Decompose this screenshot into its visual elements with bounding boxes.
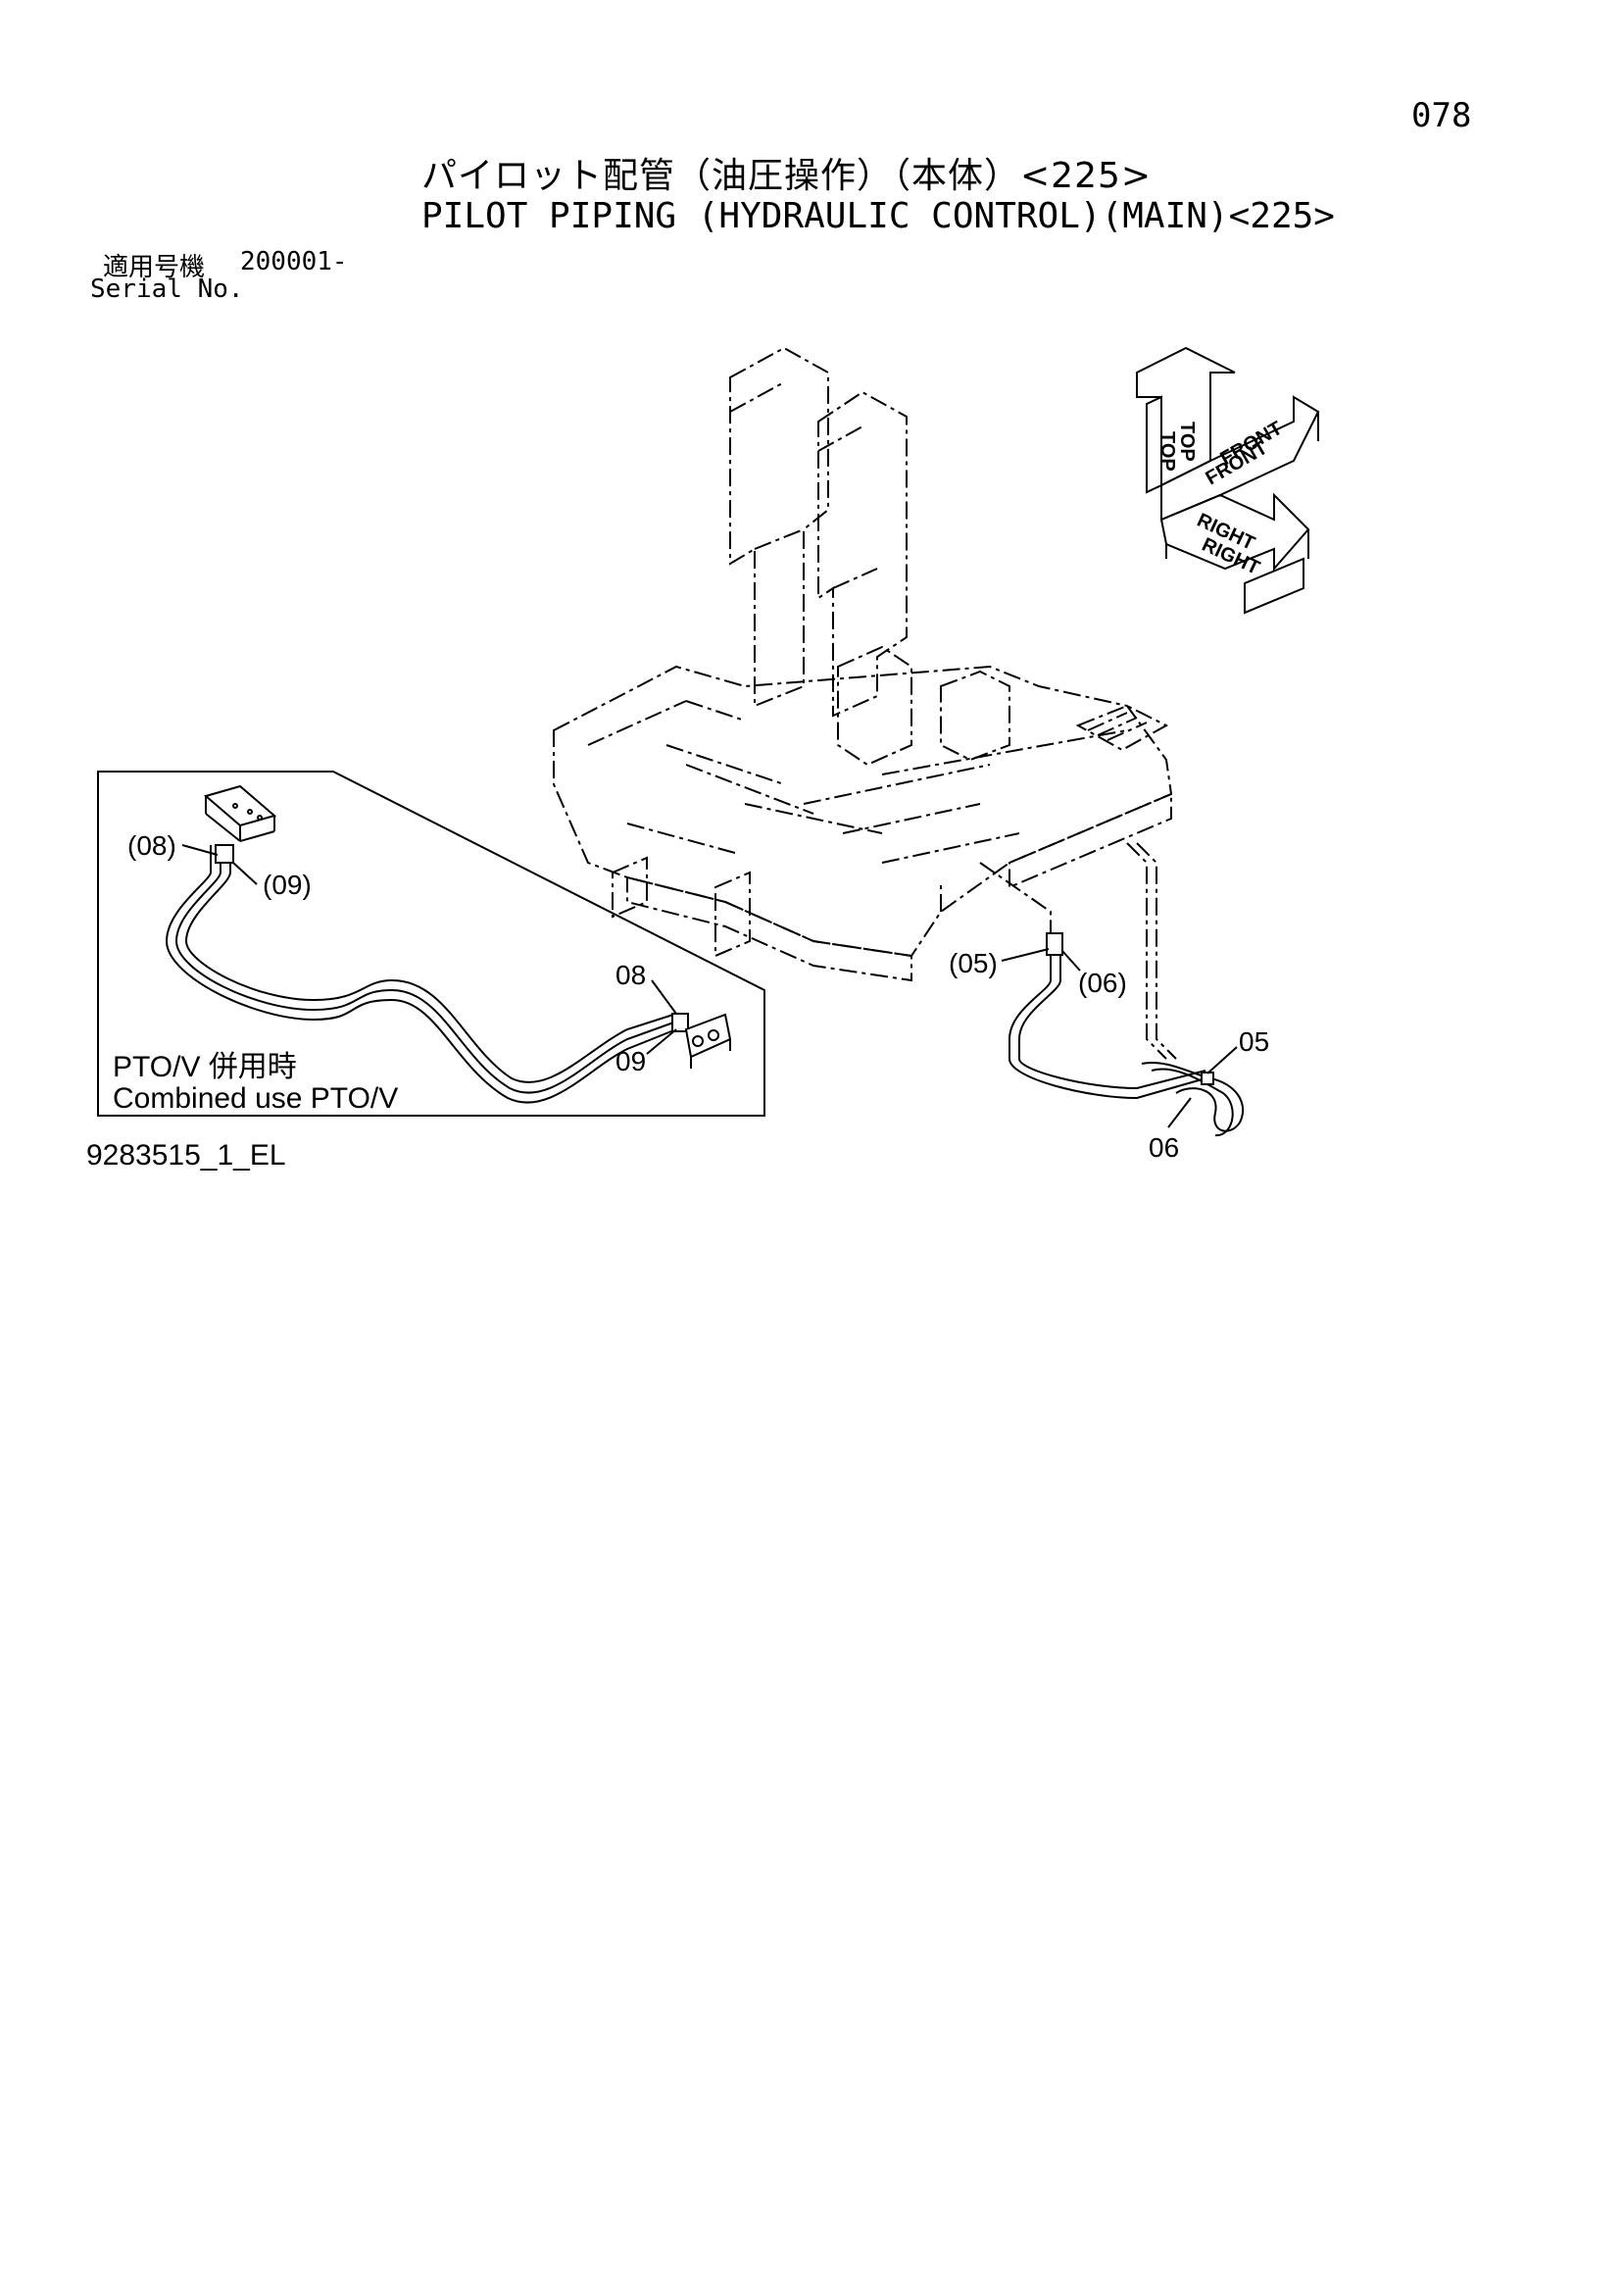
machine-frame	[553, 346, 1173, 982]
callout-08-paren: (08)	[127, 830, 176, 861]
serial-number-range: 200001-	[240, 247, 348, 276]
serial-label-english: Serial No.	[90, 275, 244, 304]
orientation-top-label-2: TOP	[1176, 422, 1198, 462]
orientation-indicator	[1136, 346, 1320, 615]
page-number: 078	[1411, 96, 1472, 135]
callout-05: 05	[1239, 1026, 1269, 1057]
inset-note-japanese: PTO/V 併用時	[113, 1051, 297, 1083]
callout-08: 08	[615, 960, 646, 990]
pilot-hose-dashed-route	[979, 842, 1177, 1060]
callout-06: 06	[1149, 1132, 1179, 1163]
serial-label-japanese: 適用号機	[103, 253, 206, 282]
callout-05-paren: (05)	[949, 948, 998, 978]
drawing-code: 9283515_1_EL	[86, 1139, 286, 1172]
callout-09-paren: (09)	[263, 870, 312, 900]
pilot-hose-main	[1008, 932, 1245, 1137]
inset-box	[97, 771, 765, 1117]
orientation-top-label: TOP	[1156, 431, 1178, 472]
page-title-japanese: パイロット配管（油圧操作）（本体）<225>	[421, 156, 1153, 196]
page-title-english: PILOT PIPING (HYDRAULIC CONTROL)(MAIN)<2…	[421, 196, 1335, 236]
callout-09: 09	[615, 1046, 646, 1076]
inset-note-english: Combined use PTO/V	[113, 1082, 398, 1115]
callout-06-paren: (06)	[1078, 968, 1127, 998]
leader-lines	[181, 844, 1238, 1128]
